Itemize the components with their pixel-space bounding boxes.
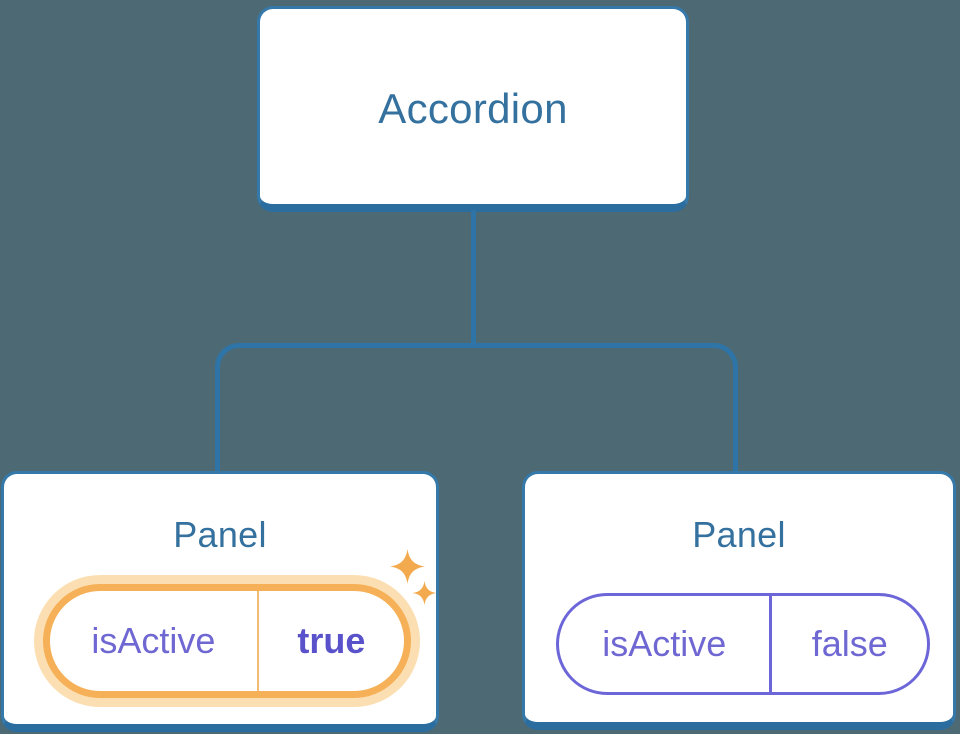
sparkle-icon xyxy=(390,548,425,585)
accordion-node-label: Accordion xyxy=(378,85,568,132)
state-name: isActive xyxy=(50,591,259,691)
state-value: true xyxy=(297,620,366,661)
tree-connector-stem xyxy=(471,210,476,346)
panel-node-label: Panel xyxy=(692,514,786,555)
state-value: false xyxy=(811,623,888,664)
state-pill-active: isActive true xyxy=(43,584,411,698)
panel-node-label: Panel xyxy=(173,514,267,555)
panel-node-inactive: Panel isActive false xyxy=(522,471,956,730)
accordion-node: Accordion xyxy=(257,6,689,212)
tree-connector-bracket xyxy=(215,343,738,471)
panel-node-active: Panel isActive true xyxy=(1,471,439,732)
sparkle-icon xyxy=(412,581,437,605)
state-name: isActive xyxy=(559,596,773,692)
state-pill-inactive: isActive false xyxy=(556,593,930,695)
